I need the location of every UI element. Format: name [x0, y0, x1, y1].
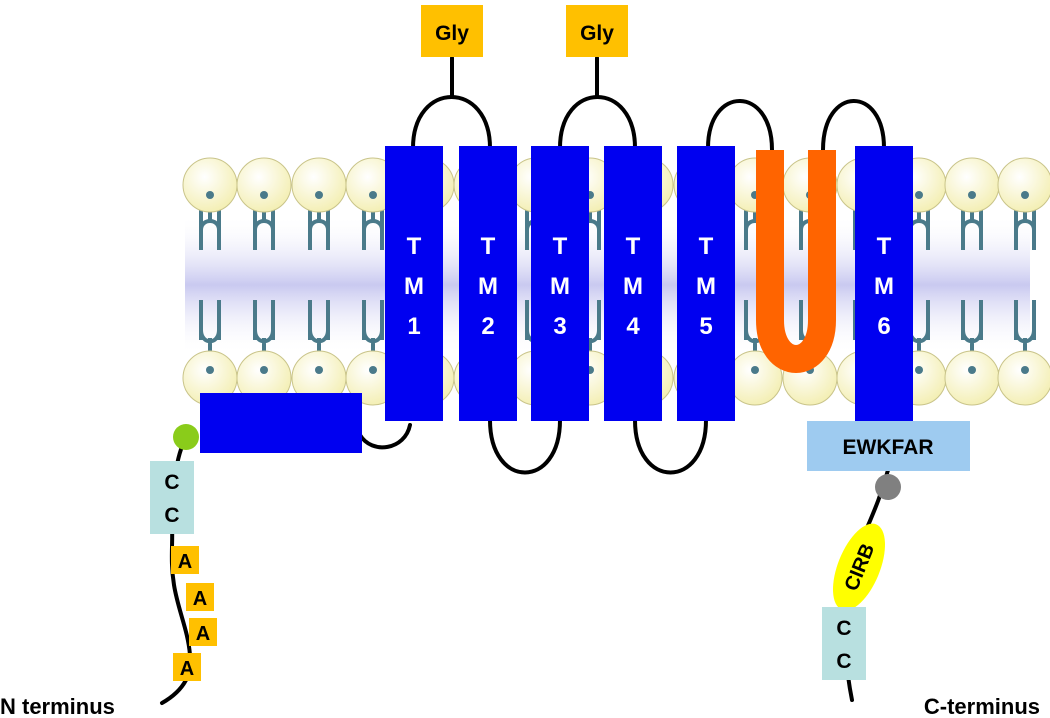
lipid-upper — [997, 157, 1050, 250]
lipid-lower — [291, 300, 347, 406]
tm5-letter: T — [699, 233, 714, 260]
lipid-lower — [727, 300, 783, 406]
tm3-letter: 3 — [553, 313, 566, 340]
loop-reentrant-tm6 — [821, 99, 886, 152]
lipid-upper — [182, 157, 238, 250]
n-term-c-1: C — [164, 471, 179, 494]
tm4-letter: T — [626, 233, 641, 260]
gly-label-1: Gly — [435, 22, 469, 45]
loop-tm4-tm5 — [633, 418, 708, 475]
tm3-letter: M — [550, 273, 570, 300]
tm-helix-3: TM 3 — [531, 146, 589, 421]
tm-helix-6: TM 6 — [855, 146, 913, 421]
tm4-letter: M — [623, 273, 643, 300]
loop-tm5-reentrant — [706, 99, 774, 152]
n-term-c-2: C — [164, 504, 179, 527]
a-residue-letter: A — [193, 588, 207, 610]
tm3-letter: T — [553, 233, 568, 260]
loop-tm3-tm4 — [558, 95, 637, 150]
amphipathic-helix — [200, 393, 362, 453]
a-residue: A — [171, 546, 199, 574]
loop-tm1-tm2 — [411, 95, 492, 150]
tm-helix-5: TM 5 — [677, 146, 735, 421]
a-residue-letter: A — [180, 658, 194, 680]
a-residue: A — [186, 583, 214, 611]
lipid-lower — [944, 300, 1000, 406]
green-modification-dot — [173, 424, 199, 450]
a-residue: A — [173, 653, 201, 681]
a-residue: A — [189, 618, 217, 646]
c-term-c-1: C — [836, 617, 851, 640]
tm-helix-1: TM 1 — [385, 146, 443, 421]
gly-box-2: Gly — [566, 5, 628, 57]
c-term-cc-box: C C — [822, 607, 866, 680]
cirb-motif: CIRB — [832, 523, 886, 611]
tm1-letter: 1 — [407, 313, 420, 340]
lipid-upper — [236, 157, 292, 250]
reentrant-loop — [756, 150, 836, 373]
lipid-upper — [944, 157, 1000, 250]
c-term-c-2: C — [836, 650, 851, 673]
n-term-cc-box: C C — [150, 461, 194, 534]
lipid-lower — [236, 300, 292, 406]
tm5-letter: M — [696, 273, 716, 300]
tm1-letter: T — [407, 233, 422, 260]
tm-helix-2: TM 2 — [459, 146, 517, 421]
tm2-letter: T — [481, 233, 496, 260]
tm6-letter: T — [877, 233, 892, 260]
tm1-letter: M — [404, 273, 424, 300]
grey-modification-dot — [875, 474, 901, 500]
loop-tm2-tm3 — [488, 418, 562, 475]
tm5-letter: 5 — [699, 313, 712, 340]
ewkfar-motif: EWKFAR — [807, 421, 970, 471]
a-residue-letter: A — [178, 551, 192, 573]
ewkfar-label: EWKFAR — [843, 436, 934, 459]
tm2-letter: 2 — [481, 313, 494, 340]
tm6-letter: 6 — [877, 313, 890, 340]
tm4-letter: 4 — [626, 313, 640, 340]
c-terminus-label: C-terminus — [924, 694, 1040, 718]
gly-box-1: Gly — [421, 5, 483, 57]
loop-helix-tm1 — [358, 423, 412, 450]
tm6-letter: M — [874, 273, 894, 300]
n-terminus-label: N terminus — [0, 694, 115, 718]
a-residue-letter: A — [196, 623, 210, 645]
gly-label-2: Gly — [580, 22, 614, 45]
lipid-lower — [997, 300, 1050, 406]
tm2-letter: M — [478, 273, 498, 300]
tm-helix-4: TM 4 — [604, 146, 662, 421]
